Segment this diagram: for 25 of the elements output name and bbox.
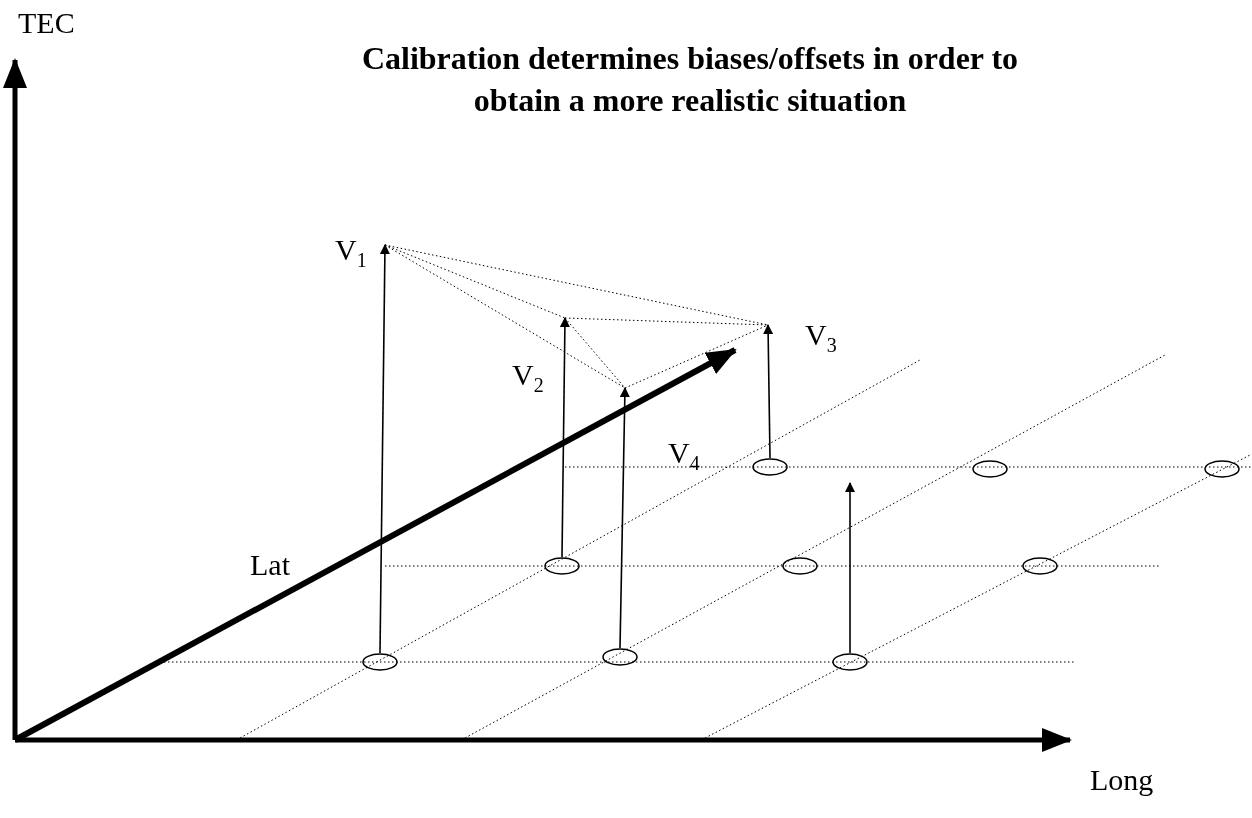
- vector-label: V$_{2}$: [512, 360, 544, 395]
- grid-point-marker: [362, 653, 398, 671]
- title: Calibration determines biases/offsets in order to obtain a more realistic situation: [360, 39, 1020, 120]
- grid-point-marker: [752, 458, 788, 476]
- arrow: [763, 324, 774, 459]
- arrow: [845, 482, 855, 654]
- vector-label: V$_{4}$: [668, 438, 700, 473]
- arrow: [619, 387, 630, 649]
- vector-label: V$_{1}$: [335, 235, 367, 270]
- grid-point-marker: [782, 557, 818, 575]
- dotted-line: [564, 317, 769, 326]
- grid-point-marker: [1204, 460, 1240, 478]
- grid-point-marker: [602, 648, 638, 666]
- grid-point-marker: [1022, 557, 1058, 575]
- arrow: [559, 317, 570, 558]
- axis-label: Long: [1090, 765, 1154, 795]
- dotted-line: [564, 317, 626, 389]
- dotted-line: [624, 324, 769, 389]
- grid-point-marker: [544, 557, 580, 575]
- grid-point-marker: [972, 460, 1008, 478]
- vector-label: V$_{3}$: [805, 320, 837, 355]
- arrow: [379, 244, 390, 654]
- axis-label: Lat: [250, 550, 290, 580]
- axis-label: TEC: [18, 8, 75, 38]
- grid-point-marker: [832, 653, 868, 671]
